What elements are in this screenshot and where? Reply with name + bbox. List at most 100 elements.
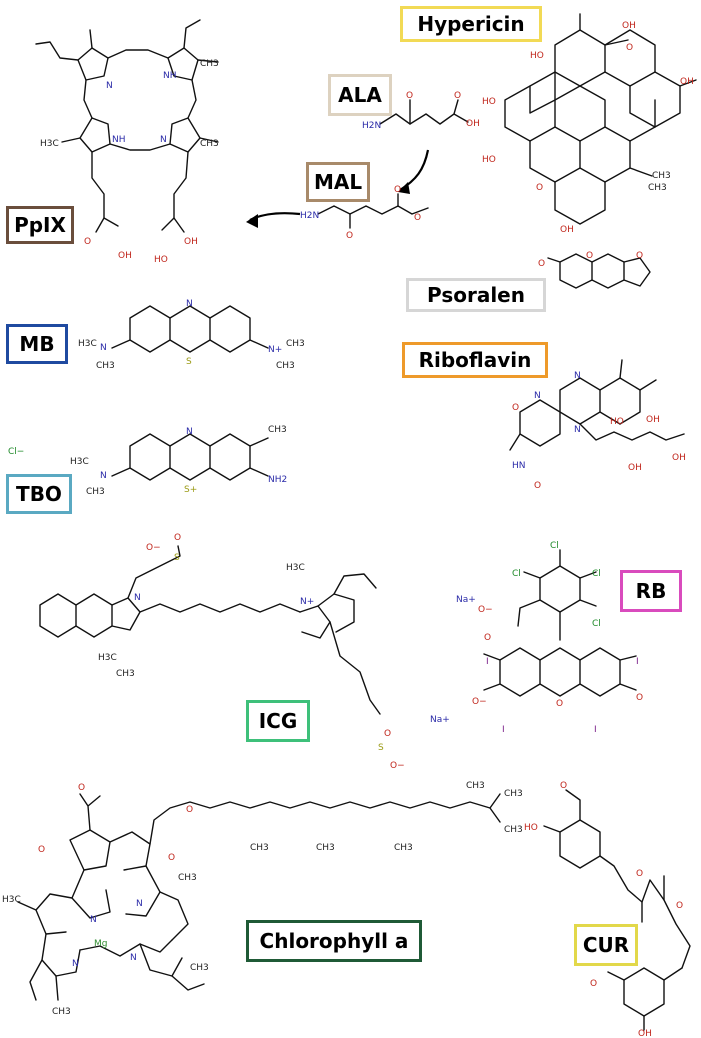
- chlorophyll-ch3-b: CH3: [190, 963, 209, 973]
- hypericin-ho-left: HO: [482, 97, 496, 107]
- ppix-n-atom: N: [106, 81, 113, 91]
- psoralen-o-ring: O: [586, 251, 593, 261]
- ppix-o-left: O: [84, 237, 91, 247]
- tbo-n-center: N: [186, 427, 193, 437]
- cur-ho-top: HO: [524, 823, 538, 833]
- ala-oh: OH: [466, 119, 480, 129]
- chlorophyll-ch3-chain2: CH3: [316, 843, 335, 853]
- hypericin-label-text: Hypericin: [417, 12, 525, 36]
- riboflavin-oh-end: OH: [672, 453, 686, 463]
- rb-structure: [483, 549, 637, 697]
- tbo-h3c: H3C: [70, 457, 89, 467]
- ala-h2n: H2N: [362, 121, 381, 131]
- ala-arrowhead: [398, 182, 410, 194]
- hypericin-oh-bottom: OH: [560, 225, 574, 235]
- rb-na-bottom: Na+: [430, 715, 450, 725]
- ppix-ch3-right: CH3: [200, 59, 219, 69]
- ala-label: ALA: [328, 74, 392, 116]
- chlorophyll-ch3-end3: CH3: [466, 781, 485, 791]
- icg-h3c-right: H3C: [286, 563, 305, 573]
- cur-o-top: O: [560, 781, 567, 791]
- icg-label-text: ICG: [258, 709, 298, 733]
- rb-cl-right: Cl: [592, 569, 601, 579]
- icg-n-left: N: [134, 593, 141, 603]
- chlorophyll-n-4: N: [130, 953, 137, 963]
- rb-i-bottom-right: I: [594, 725, 597, 735]
- hypericin-ch3-bottom: CH3: [648, 183, 667, 193]
- mb-s: S: [186, 357, 192, 367]
- psoralen-label: Psoralen: [406, 278, 546, 312]
- chlorophyll-o-chain: O: [186, 805, 193, 815]
- tbo-structure: [111, 433, 269, 481]
- riboflavin-label: Riboflavin: [402, 342, 548, 378]
- mb-structure: [111, 305, 269, 353]
- riboflavin-label-text: Riboflavin: [418, 348, 532, 372]
- hypericin-oh-right: OH: [680, 77, 694, 87]
- riboflavin-n-bottom: N: [574, 425, 581, 435]
- riboflavin-hn: HN: [512, 461, 526, 471]
- rb-i-left: I: [486, 657, 489, 667]
- cur-label: CUR: [574, 924, 638, 966]
- psoralen-label-text: Psoralen: [427, 283, 525, 307]
- icg-s-bottom: S: [378, 743, 384, 753]
- mb-n-center: N: [186, 299, 193, 309]
- ala-label-text: ALA: [338, 83, 382, 107]
- mal-arrowhead: [246, 214, 258, 228]
- riboflavin-oh-top: OH: [646, 415, 660, 425]
- psoralen-structure: [547, 253, 651, 289]
- icg-h3c-left: H3C: [98, 653, 117, 663]
- tbo-label: TBO: [6, 474, 72, 514]
- ppix-oh-left: OH: [118, 251, 132, 261]
- chlorophyll-n-3: N: [72, 959, 79, 969]
- riboflavin-n-top: N: [574, 371, 581, 381]
- hypericin-ch3-right: CH3: [652, 171, 671, 181]
- chlorophyll-ch3-end1: CH3: [504, 789, 523, 799]
- icg-label: ICG: [246, 700, 310, 742]
- chlorophyll-ch3-c: CH3: [52, 1007, 71, 1017]
- hypericin-ho-left2: HO: [482, 155, 496, 165]
- hypericin-oh-top: OH: [622, 21, 636, 31]
- chlorophyll-label-text: Chlorophyll a: [259, 929, 409, 953]
- rb-label-text: RB: [635, 579, 667, 603]
- mb-label: MB: [6, 324, 68, 364]
- icg-o-top: O: [174, 533, 181, 543]
- chlorophyll-mg: Mg: [94, 939, 107, 949]
- mb-ch3-right: CH3: [286, 339, 305, 349]
- cur-oh-bottom: OH: [638, 1029, 652, 1038]
- chlorophyll-label: Chlorophyll a: [246, 920, 422, 962]
- chlorophyll-ch3-a: CH3: [178, 873, 197, 883]
- rb-i-bottom-left: I: [502, 725, 505, 735]
- rb-o-ring: O: [556, 699, 563, 709]
- cur-o-bottom: O: [590, 979, 597, 989]
- riboflavin-ho: HO: [610, 417, 624, 427]
- tbo-cl-minus: Cl−: [8, 447, 24, 457]
- rb-i-right: I: [636, 657, 639, 667]
- cur-structure: [543, 789, 691, 1031]
- tbo-s-plus: S+: [184, 485, 197, 495]
- psoralen-o-carbonyl: O: [538, 259, 545, 269]
- chlorophyll-o-ester: O: [78, 783, 85, 793]
- icg-o-bottom: O: [384, 729, 391, 739]
- tbo-label-text: TBO: [16, 482, 62, 506]
- ala-o2: O: [454, 91, 461, 101]
- riboflavin-o-top: O: [512, 403, 519, 413]
- tbo-n-left: N: [100, 471, 107, 481]
- rb-o-carbonyl: O: [484, 633, 491, 643]
- hypericin-label: Hypericin: [400, 6, 542, 42]
- mal-h2n: H2N: [300, 211, 319, 221]
- hypericin-ho-top: HO: [530, 51, 544, 61]
- rb-o-minus-top: O−: [478, 605, 493, 615]
- tbo-nh2: NH2: [268, 475, 287, 485]
- rb-cl-top: Cl: [550, 541, 559, 551]
- chlorophyll-n-2: N: [136, 899, 143, 909]
- riboflavin-structure: [509, 359, 685, 451]
- mal-o2: O: [394, 185, 401, 195]
- ala-structure: [379, 99, 469, 125]
- cur-label-text: CUR: [582, 933, 630, 957]
- icg-n-plus: N+: [300, 597, 314, 607]
- ppix-h3c-left: H3C: [40, 139, 59, 149]
- ppix-nh-atom-bottom: NH: [112, 135, 126, 145]
- chlorophyll-o-keto: O: [38, 845, 45, 855]
